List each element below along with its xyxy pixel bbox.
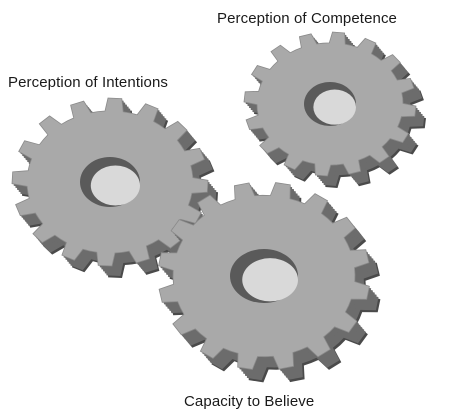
gear-competence — [244, 32, 426, 188]
label-perception-of-competence: Perception of Competence — [217, 10, 397, 27]
gear-hole-inner — [242, 258, 298, 301]
gear-hole-inner — [91, 166, 140, 206]
label-capacity-to-believe: Capacity to Believe — [184, 393, 314, 410]
gear-hole-inner — [313, 89, 356, 124]
label-perception-of-intentions: Perception of Intentions — [8, 74, 168, 91]
